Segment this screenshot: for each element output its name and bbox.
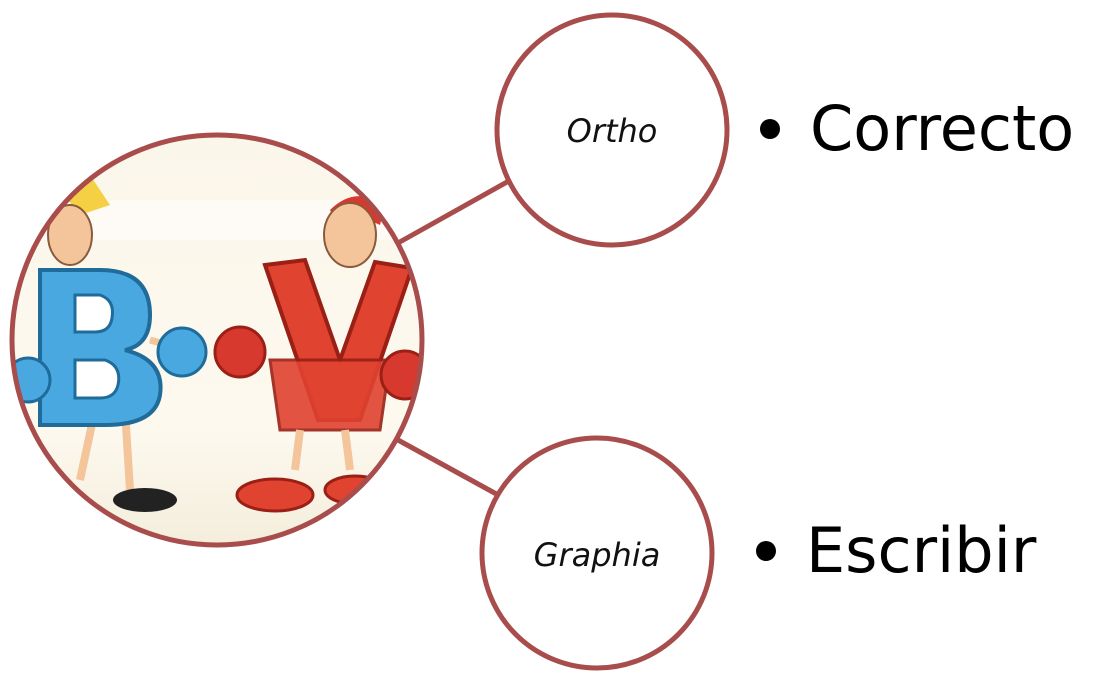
bullet-escribir: Escribir	[756, 520, 1036, 582]
bullet-dot-icon	[756, 541, 776, 561]
ortho-node-label: Ortho	[567, 112, 658, 150]
letter-b-character	[12, 175, 208, 512]
ortho-node-circle	[494, 12, 730, 248]
bullet-correcto: Correcto	[760, 98, 1074, 160]
ortho-node: Ortho	[494, 12, 730, 248]
bullet-dot-icon	[760, 119, 780, 139]
graphia-node: Graphia	[479, 435, 715, 671]
connector-line-graphia	[396, 437, 502, 499]
graphia-node-circle	[479, 435, 715, 671]
graphia-node-label: Graphia	[534, 536, 661, 574]
bullet-escribir-text: Escribir	[806, 514, 1037, 587]
connector-line-ortho	[396, 174, 518, 246]
bullet-correcto-text: Correcto	[810, 92, 1075, 165]
boxing-letters-image	[9, 132, 425, 548]
